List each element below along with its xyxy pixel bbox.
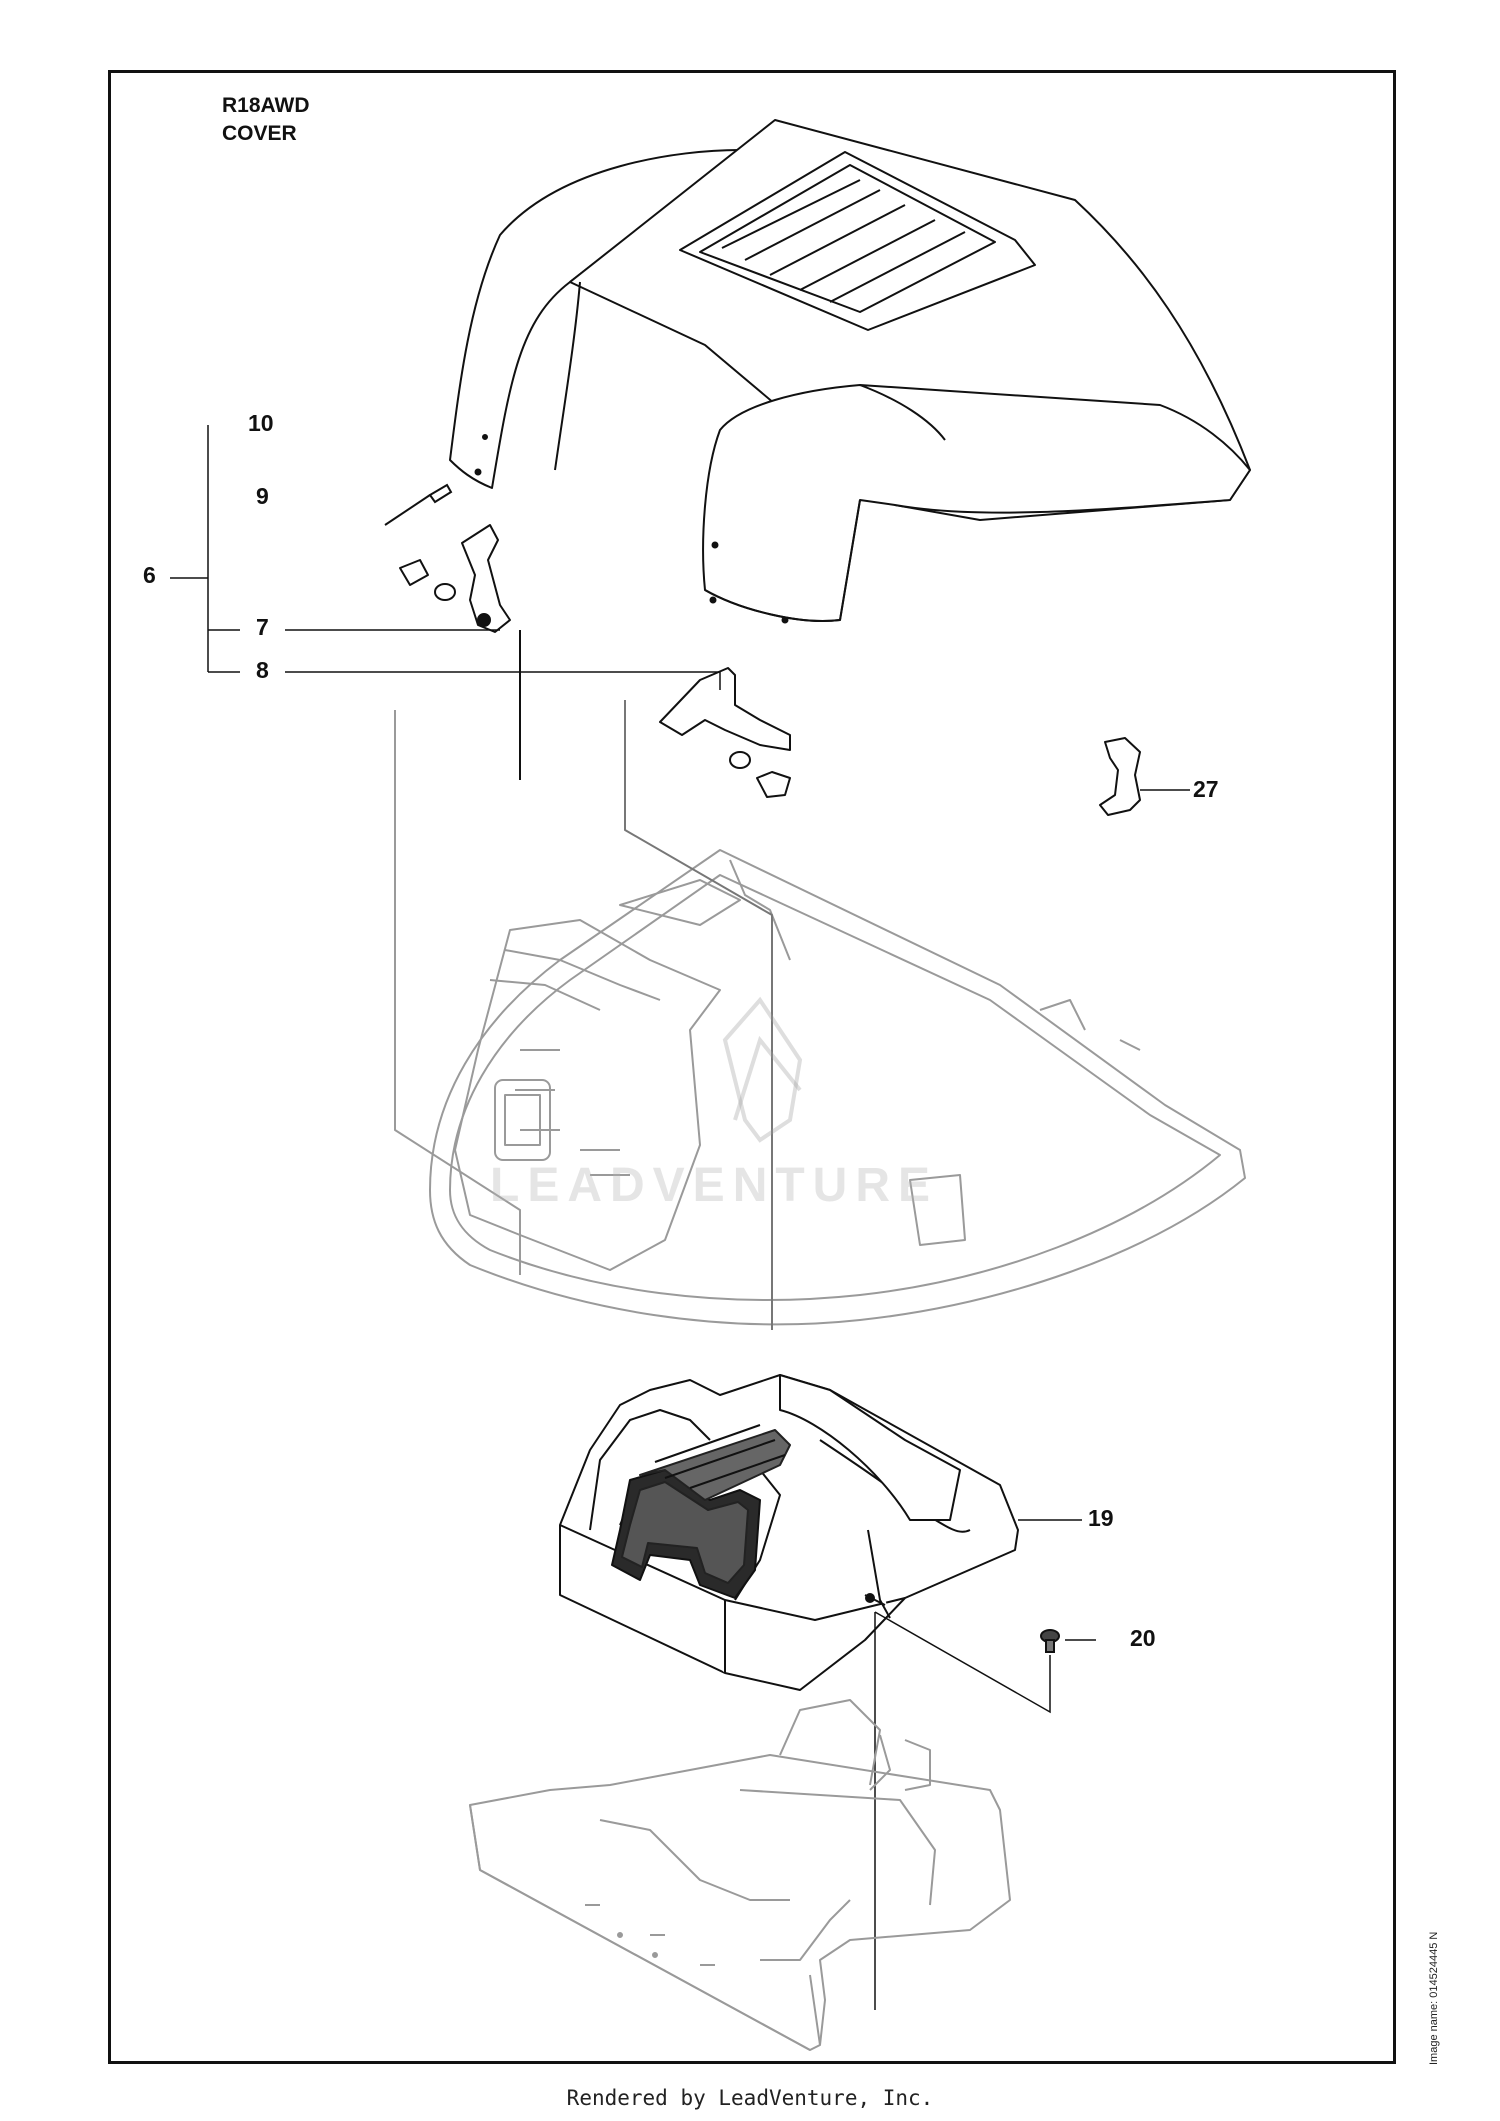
watermark-text: LEADVENTURE xyxy=(490,1159,939,1212)
base-frame-ghost xyxy=(469,1699,1011,2051)
chassis-frame-ghost xyxy=(394,630,1246,1330)
leader-screw xyxy=(874,1611,1051,2010)
bracket-right xyxy=(659,667,791,798)
screw-part xyxy=(1040,1629,1060,1653)
callout-27: 27 xyxy=(1193,776,1219,802)
footer-credit: Rendered by LeadVenture, Inc. xyxy=(566,2086,934,2110)
watermark-logo xyxy=(722,996,803,1143)
image-id-label: Image name: 014524445 N xyxy=(1428,1931,1440,2065)
callout-9: 9 xyxy=(256,483,269,509)
leader-lines xyxy=(170,425,1190,1641)
callout-6: 6 xyxy=(143,562,156,588)
callout-19: 19 xyxy=(1088,1505,1114,1531)
callout-20: 20 xyxy=(1130,1625,1156,1651)
diagram-model-label: R18AWD xyxy=(222,94,310,117)
callout-7: 7 xyxy=(256,614,269,640)
dash-cover xyxy=(559,1374,1019,1691)
callout-10: 10 xyxy=(248,410,274,436)
diagram-title: COVER xyxy=(222,122,297,145)
bracket-left xyxy=(399,524,511,633)
pin-part xyxy=(384,483,453,526)
hood-cover xyxy=(449,119,1251,624)
clip-part xyxy=(1099,737,1141,816)
callout-8: 8 xyxy=(256,657,269,683)
diagram-frame xyxy=(108,70,1396,2064)
